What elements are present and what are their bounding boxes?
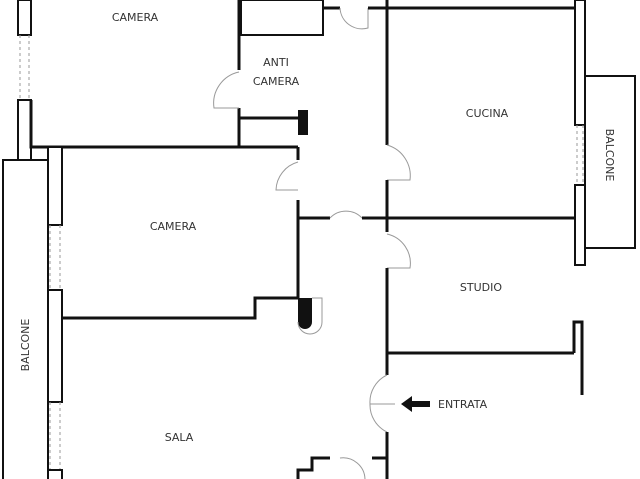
wall-segment xyxy=(17,99,32,161)
window-frame xyxy=(17,0,32,36)
balcony-left xyxy=(2,159,49,479)
label-cucina: CUCINA xyxy=(466,107,509,120)
entrance-arrow-icon xyxy=(401,396,430,412)
column xyxy=(298,110,308,135)
label-camera-mid: CAMERA xyxy=(150,220,197,233)
label-anticamera-1: ANTI xyxy=(263,56,289,69)
label-camera-top: CAMERA xyxy=(112,11,159,24)
door-swing xyxy=(213,71,240,109)
label-balcone-right: BALCONE xyxy=(603,129,616,182)
label-anticamera-2: CAMERA xyxy=(253,75,300,88)
room-labels: CAMERA ANTI CAMERA CUCINA CAMERA STUDIO … xyxy=(19,11,616,444)
label-sala: SALA xyxy=(165,431,194,444)
label-entrata: ENTRATA xyxy=(438,398,488,411)
label-studio: STUDIO xyxy=(460,281,502,294)
balcony-right xyxy=(584,75,636,249)
label-balcone-left: BALCONE xyxy=(19,319,32,372)
